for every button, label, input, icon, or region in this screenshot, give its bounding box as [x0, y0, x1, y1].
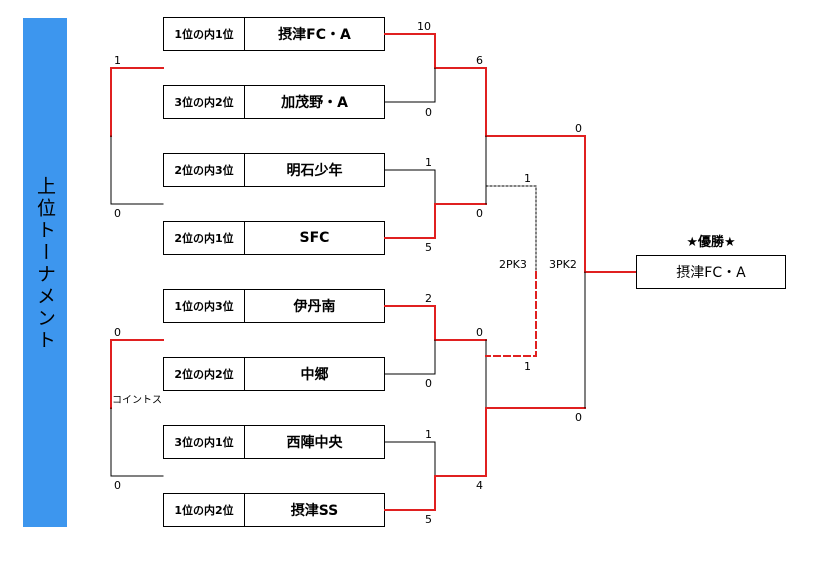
score-label: 1 [524, 360, 531, 373]
left-bracket-top-loser [110, 135, 164, 205]
score-label: 1 [425, 428, 432, 441]
score-label: 6 [476, 54, 483, 67]
score-label: 4 [476, 479, 483, 492]
final-winner-line [584, 135, 637, 273]
team-box-1: 1位の内1位 摂津FC・A [163, 17, 385, 51]
score-label: 0 [476, 207, 483, 220]
team-name: 摂津SS [290, 503, 339, 519]
pk-label: 3PK2 [549, 258, 577, 271]
score-label: 5 [425, 241, 432, 254]
score-label: 0 [425, 377, 432, 390]
r1-m2-loser-line [384, 169, 436, 205]
team-name: 加茂野・A [281, 95, 348, 111]
champion-caption: ★優勝★ [686, 235, 736, 250]
coin-toss-label: コイントス [112, 395, 162, 406]
team-name: 伊丹南 [293, 299, 336, 315]
score-label: 0 [575, 122, 582, 135]
team-box-2: 3位の内2位 加茂野・A [163, 85, 385, 119]
team-name: 西陣中央 [286, 435, 343, 451]
score-label: 0 [114, 207, 121, 220]
team-seed: 2位の内1位 [164, 222, 245, 254]
score-label: 1 [524, 172, 531, 185]
team-seed: 1位の内3位 [164, 290, 245, 322]
left-bracket-bottom-loser [110, 407, 164, 477]
third-place-line-bottom [485, 271, 537, 357]
score-label: 0 [476, 326, 483, 339]
team-seed: 2位の内2位 [164, 358, 245, 390]
r1-m3-winner-line [384, 305, 487, 341]
team-box-7: 3位の内1位 西陣中央 [163, 425, 385, 459]
left-bracket-top-winner [110, 67, 164, 137]
team-box-3: 2位の内3位 明石少年 [163, 153, 385, 187]
score-label: 0 [575, 411, 582, 424]
score-label: 2 [425, 292, 432, 305]
score-label: 0 [114, 326, 121, 339]
score-label: 5 [425, 513, 432, 526]
team-seed: 3位の内1位 [164, 426, 245, 458]
third-place-line-top [485, 185, 537, 273]
team-seed: 2位の内3位 [164, 154, 245, 186]
r1-m3-loser-line [384, 339, 436, 375]
champion-box: 摂津FC・A [636, 255, 786, 289]
team-name: SFC [299, 230, 330, 246]
tournament-title: 上位トーナメント [34, 176, 56, 352]
team-name: 摂津FC・A [278, 27, 351, 43]
team-seed: 3位の内2位 [164, 86, 245, 118]
team-box-5: 1位の内3位 伊丹南 [163, 289, 385, 323]
r1-m4-loser-line [384, 441, 436, 477]
side-banner: 上位トーナメント [23, 18, 67, 527]
score-label: 10 [417, 20, 431, 33]
left-bracket-bottom-winner [110, 339, 164, 409]
r1-m4-winner-line [384, 475, 487, 511]
team-seed: 1位の内1位 [164, 18, 245, 50]
score-label: 0 [114, 479, 121, 492]
team-box-8: 1位の内2位 摂津SS [163, 493, 385, 527]
r2-m1-winner-line [485, 67, 586, 137]
team-name: 中郷 [300, 367, 329, 383]
champion-name: 摂津FC・A [676, 265, 746, 281]
team-box-6: 2位の内2位 中郷 [163, 357, 385, 391]
pk-label: 2PK3 [499, 258, 527, 271]
r2-m2-winner-line [485, 407, 586, 477]
score-label: 0 [425, 106, 432, 119]
score-label: 1 [425, 156, 432, 169]
r1-m1-loser-line [384, 67, 436, 103]
r1-m1-winner-line [384, 33, 487, 69]
score-label: 1 [114, 54, 121, 67]
team-name: 明石少年 [286, 163, 343, 179]
r1-m2-winner-line [384, 203, 487, 239]
team-seed: 1位の内2位 [164, 494, 245, 526]
team-box-4: 2位の内1位 SFC [163, 221, 385, 255]
